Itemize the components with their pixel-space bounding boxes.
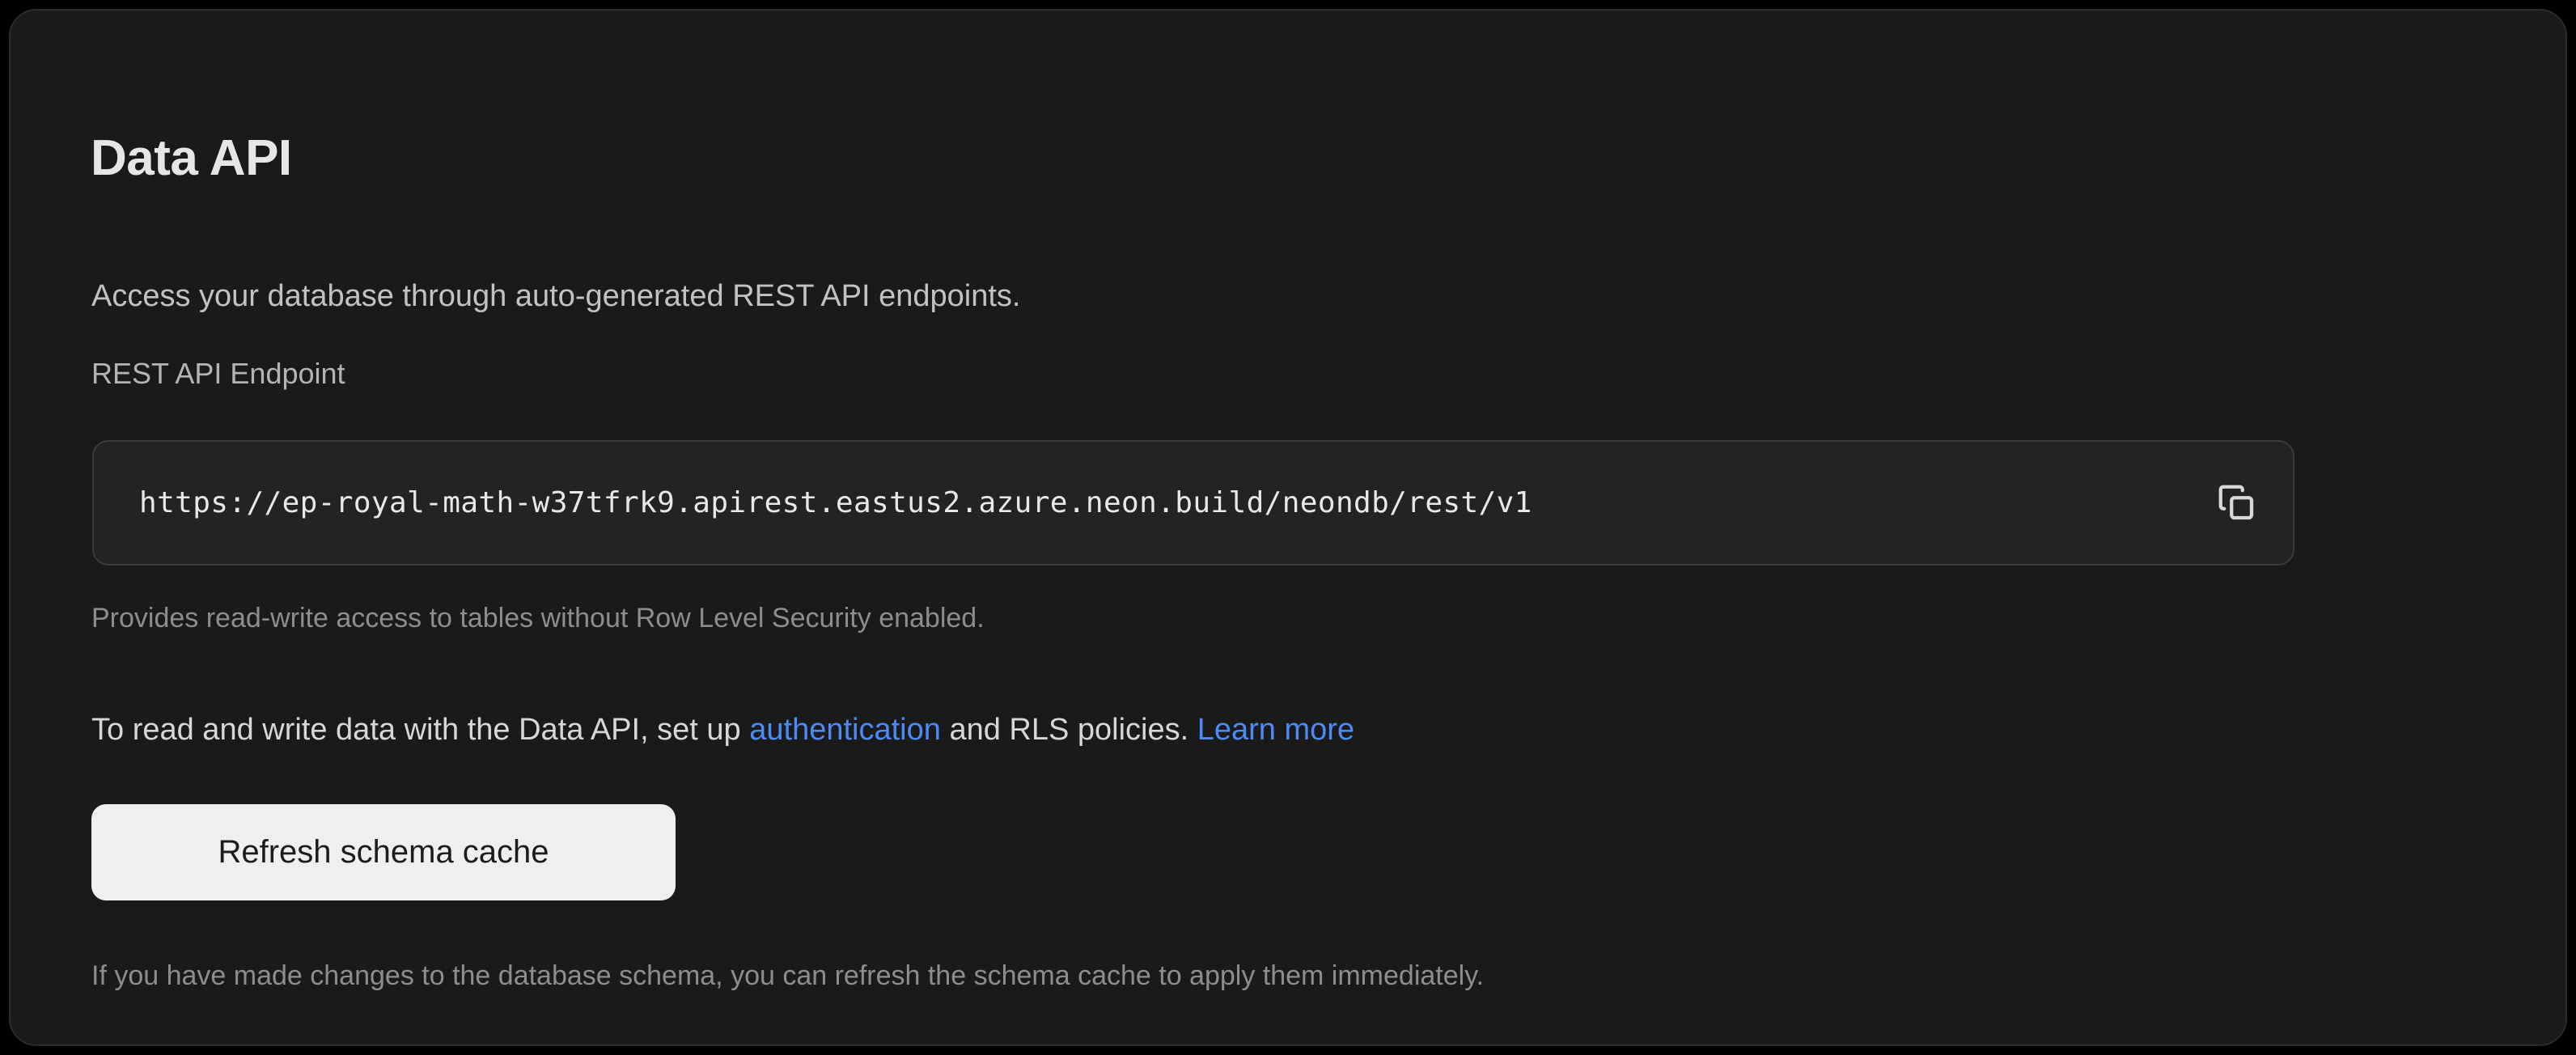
copy-icon bbox=[2215, 481, 2259, 525]
info-middle-text: and RLS policies. bbox=[940, 713, 1197, 747]
refresh-schema-note: If you have made changes to the database… bbox=[91, 960, 1485, 991]
info-lead-text: To read and write data with the Data API… bbox=[91, 713, 750, 747]
endpoint-help-text: Provides read-write access to tables wit… bbox=[91, 603, 985, 633]
copy-endpoint-button[interactable] bbox=[2212, 478, 2262, 528]
learn-more-link[interactable]: Learn more bbox=[1197, 713, 1355, 747]
refresh-schema-cache-button[interactable]: Refresh schema cache bbox=[91, 804, 676, 900]
page-description: Access your database through auto-genera… bbox=[91, 279, 1021, 313]
data-api-card: Data API Access your database through au… bbox=[9, 9, 2567, 1046]
authentication-link[interactable]: authentication bbox=[749, 713, 941, 747]
rest-api-endpoint-value[interactable]: https://ep-royal-math-w37tfrk9.apirest.e… bbox=[139, 486, 1532, 519]
rls-info-paragraph: To read and write data with the Data API… bbox=[91, 710, 1354, 751]
rest-api-endpoint-field[interactable]: https://ep-royal-math-w37tfrk9.apirest.e… bbox=[92, 440, 2294, 566]
page-title: Data API bbox=[91, 129, 292, 186]
rest-api-endpoint-label: REST API Endpoint bbox=[91, 357, 345, 390]
